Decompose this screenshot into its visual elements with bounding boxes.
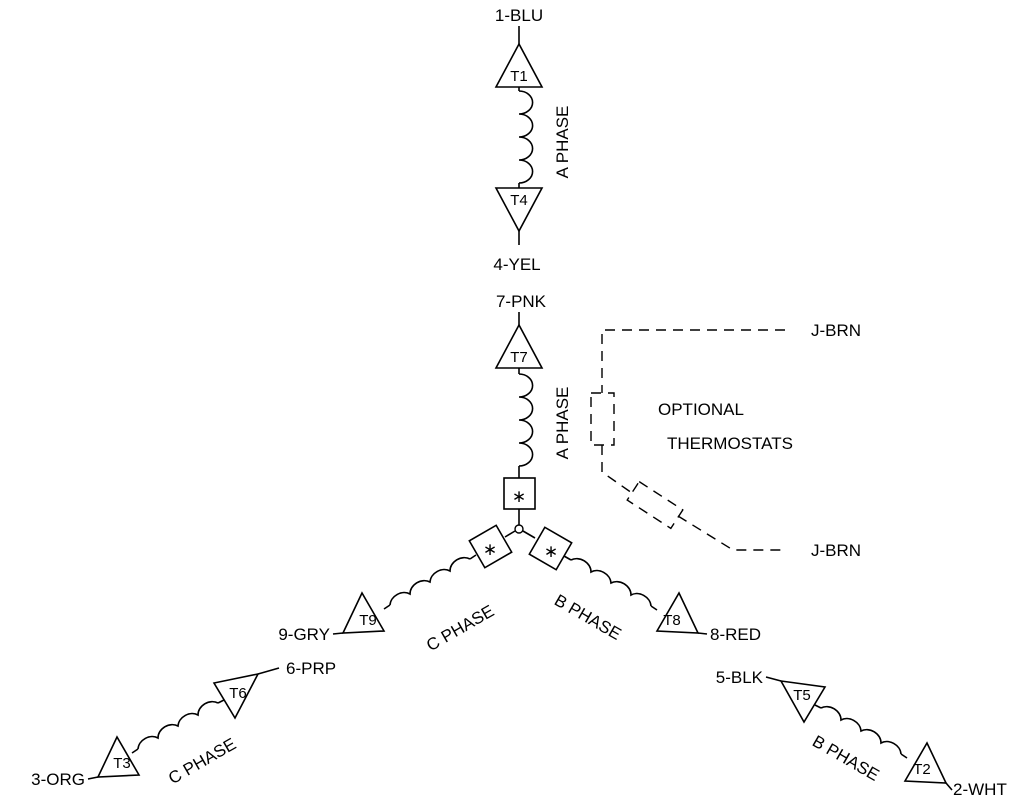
thermostat-note-line1: OPTIONAL [658,400,744,419]
coil-a-lower [518,373,534,467]
star-icon: ∗ [512,487,526,506]
coil-a-upper [518,90,534,184]
terminal-t6-label: T6 [229,685,247,702]
coil-c-inner [389,556,471,606]
thermostat-lead-top: J-BRN [811,321,861,340]
terminal-t3-triangle [96,735,141,778]
terminal-t5-triangle [779,679,827,724]
thermostat-lead-bottom: J-BRN [811,541,861,560]
thermostat-switch-upper [590,392,615,446]
lead-4-label: 4-YEL [493,255,540,274]
lead-5-label: 5-BLK [716,668,764,687]
phase-label-a-upper: A PHASE [553,106,572,179]
lead-1-label: 1-BLU [495,6,543,25]
coil-b-outer [820,705,902,755]
winding-c-inner [332,524,516,635]
terminal-t9-label: T9 [359,612,377,629]
winding-b-inner [522,526,708,635]
lead-7-label: 7-PNK [496,292,547,311]
thermostat-switch-lower [626,480,684,530]
terminal-t2-triangle [903,741,948,784]
terminal-t8-label: T8 [663,612,681,629]
thermal-protector-c [468,524,513,569]
terminal-t4-label: T4 [510,192,528,209]
star-icon: ∗ [483,540,497,559]
thermal-protector-a [503,477,536,510]
star-icon: ∗ [544,542,558,561]
terminal-t4-triangle [494,187,544,233]
phase-label-c-outer: C PHASE [165,734,239,788]
winding-c-outer [87,667,280,780]
coil-b-inner [570,557,652,607]
lead-2-label: 2-WHT [953,780,1007,799]
lead-3-label: 3-ORG [31,770,85,789]
lead-9-label: 9-GRY [278,625,330,644]
terminal-t7-label: T7 [510,349,528,366]
thermostat-note-line2: THERMOSTATS [667,434,793,453]
terminal-t8-triangle [655,591,700,634]
thermostat-circuit [590,329,785,551]
coil-c-outer [137,700,219,750]
terminal-t6-triangle [212,672,260,720]
terminal-t9-triangle [341,591,386,634]
phase-label-c-inner: C PHASE [423,601,497,655]
winding-b-outer [765,676,953,791]
lead-8-label: 8-RED [710,625,761,644]
winding-a-lower [494,312,544,525]
terminal-t1-label: T1 [510,68,528,85]
terminal-t3-label: T3 [113,755,131,772]
lead-6-label: 6-PRP [286,659,336,678]
terminal-t5-label: T5 [793,687,811,704]
neutral-point [514,524,524,534]
terminal-t2-label: T2 [913,761,931,778]
phase-label-b-outer: B PHASE [809,732,882,785]
winding-a-upper [494,26,544,245]
phase-label-a-lower: A PHASE [553,387,572,460]
phase-label-b-inner: B PHASE [551,591,624,644]
